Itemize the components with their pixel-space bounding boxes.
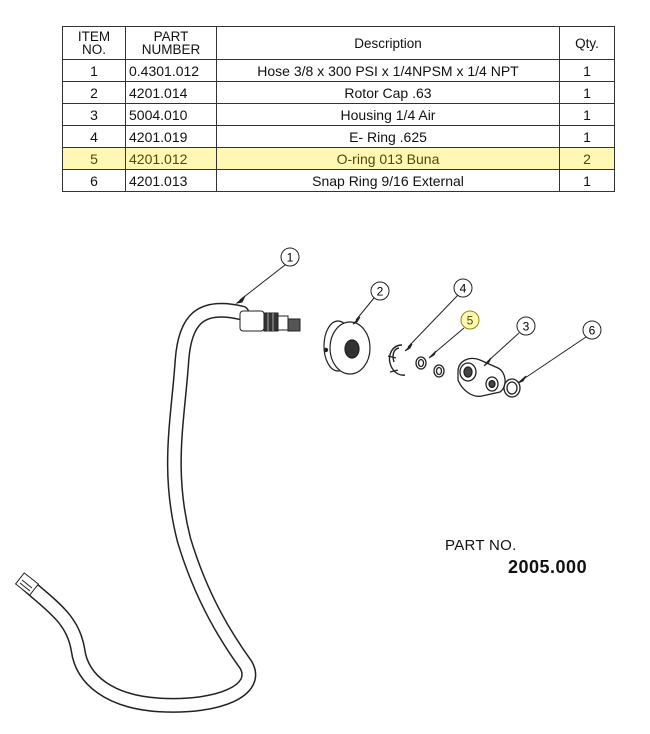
description: Hose 3/8 x 300 PSI x 1/4NPSM x 1/4 NPT	[216, 59, 560, 82]
e-ring	[387, 344, 406, 376]
table-row: 1 0.4301.012 Hose 3/8 x 300 PSI x 1/4NPS…	[62, 59, 615, 82]
svg-text:2: 2	[377, 285, 384, 299]
svg-text:6: 6	[589, 324, 596, 338]
part-number: 4201.012	[125, 147, 217, 170]
qty: 2	[559, 147, 615, 170]
callout-6: 6	[582, 320, 602, 340]
svg-text:3: 3	[523, 320, 530, 334]
svg-text:4: 4	[460, 282, 467, 296]
item-no: 6	[62, 169, 126, 192]
callout-1: 1	[280, 247, 300, 267]
table-row-highlighted: 5 4201.012 O-ring 013 Buna 2	[62, 147, 615, 170]
callout-5: 5	[460, 310, 480, 330]
callout-4: 4	[453, 278, 473, 298]
hose	[20, 302, 257, 713]
description: Snap Ring 9/16 External	[216, 169, 560, 192]
part-number: 0.4301.012	[125, 59, 217, 82]
part-no-value: 2005.000	[508, 557, 588, 577]
svg-text:1: 1	[287, 251, 294, 265]
description: O-ring 013 Buna	[216, 147, 560, 170]
header-qty: Qty.	[559, 26, 615, 60]
qty: 1	[559, 169, 615, 192]
callout-3: 3	[516, 316, 536, 336]
leader-lines	[235, 264, 587, 384]
table-row: 6 4201.013 Snap Ring 9/16 External 1	[62, 169, 615, 192]
housing	[457, 357, 506, 397]
npt-fitting	[14, 572, 40, 596]
svg-text:5: 5	[467, 314, 474, 328]
o-rings	[415, 356, 445, 378]
snap-ring	[503, 378, 521, 398]
part-number: 4201.013	[125, 169, 217, 192]
rotor-cap	[323, 320, 371, 375]
hose-end-fitting	[239, 310, 301, 332]
part-number: 5004.010	[125, 103, 217, 126]
callout-2: 2	[370, 281, 390, 301]
part-no-label: PART NO.	[445, 537, 517, 554]
item-no: 5	[62, 147, 126, 170]
part-number: 4201.019	[125, 125, 217, 148]
